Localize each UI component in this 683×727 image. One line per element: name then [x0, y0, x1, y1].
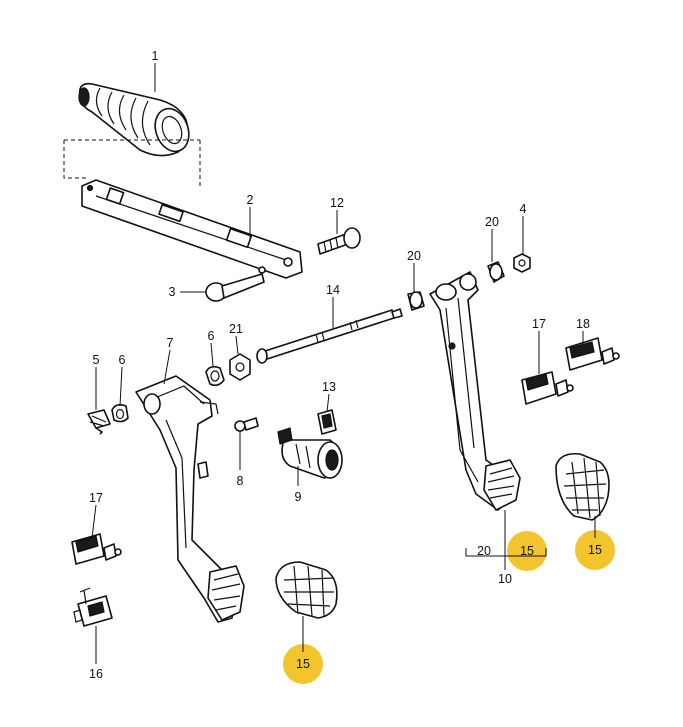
callout-6-upper: 6: [208, 329, 215, 343]
part-20-bushing-upper-left: [407, 291, 425, 311]
part-6-clip-upper: [205, 365, 225, 387]
highlight-markers: [283, 530, 615, 684]
callout-15-center[interactable]: 15: [520, 544, 534, 558]
callout-15-right[interactable]: 15: [588, 543, 602, 557]
part-2-mounting-bar: [81, 179, 303, 279]
part-17-switch-left: [71, 533, 122, 565]
part-1-bellows-boot: [78, 82, 190, 157]
callout-3: 3: [169, 285, 176, 299]
highlight-marker-15-center[interactable]: [507, 531, 547, 571]
callout-20-lower: 20: [477, 544, 491, 558]
part-13-clip: [317, 409, 337, 435]
callout-5: 5: [93, 353, 100, 367]
part-14-pivot-shaft: [256, 308, 403, 364]
part-10-brake-pedal: [429, 271, 521, 511]
part-8-pin: [234, 417, 259, 432]
part-12-threaded-pin: [317, 227, 361, 255]
highlight-marker-15-right[interactable]: [575, 530, 615, 570]
part-21-nut: [229, 353, 251, 381]
callout-1: 1: [152, 49, 159, 63]
callout-17-right: 17: [532, 317, 546, 331]
callout-12: 12: [330, 196, 344, 210]
callout-6-left: 6: [119, 353, 126, 367]
callout-8: 8: [237, 474, 244, 488]
part-15-pedal-pad-right: [555, 452, 610, 521]
callout-21: 21: [229, 322, 243, 336]
part-5-spring-clip: [87, 409, 111, 435]
callout-14: 14: [326, 283, 340, 297]
part-16-micro-switch: [73, 587, 113, 627]
part-6-clip-left: [111, 403, 129, 423]
part-7-clutch-pedal: [135, 375, 245, 623]
callout-17-left: 17: [89, 491, 103, 505]
callout-15-bottom[interactable]: 15: [296, 657, 310, 671]
highlight-marker-15-bottom[interactable]: [283, 644, 323, 684]
part-17-switch-right: [521, 371, 574, 405]
callout-10: 10: [498, 572, 512, 586]
part-3-bolt: [205, 273, 265, 302]
callout-7: 7: [167, 336, 174, 350]
part-4-nut: [513, 253, 531, 273]
part-20-bushing-upper-right: [487, 261, 505, 283]
part-18-switch: [565, 337, 620, 371]
callout-2: 2: [247, 193, 254, 207]
part-15-pedal-pad-bottom: [275, 561, 338, 619]
callout-20-upper-right: 20: [485, 215, 499, 229]
callout-9: 9: [295, 490, 302, 504]
assembly-bracket-dashed: [63, 139, 201, 186]
leader-lines: [91, 63, 596, 664]
callout-13: 13: [322, 380, 336, 394]
part-9-cylinder: [277, 427, 343, 479]
callout-20-upper-left: 20: [407, 249, 421, 263]
callout-labels: 1 2 3 12 14 20 20 4 17 18 7 6 21 5 6 13 …: [89, 49, 602, 681]
callout-4: 4: [520, 202, 527, 216]
callout-16: 16: [89, 667, 103, 681]
callout-18: 18: [576, 317, 590, 331]
assembly-bracket-right-pedal: [465, 548, 547, 557]
